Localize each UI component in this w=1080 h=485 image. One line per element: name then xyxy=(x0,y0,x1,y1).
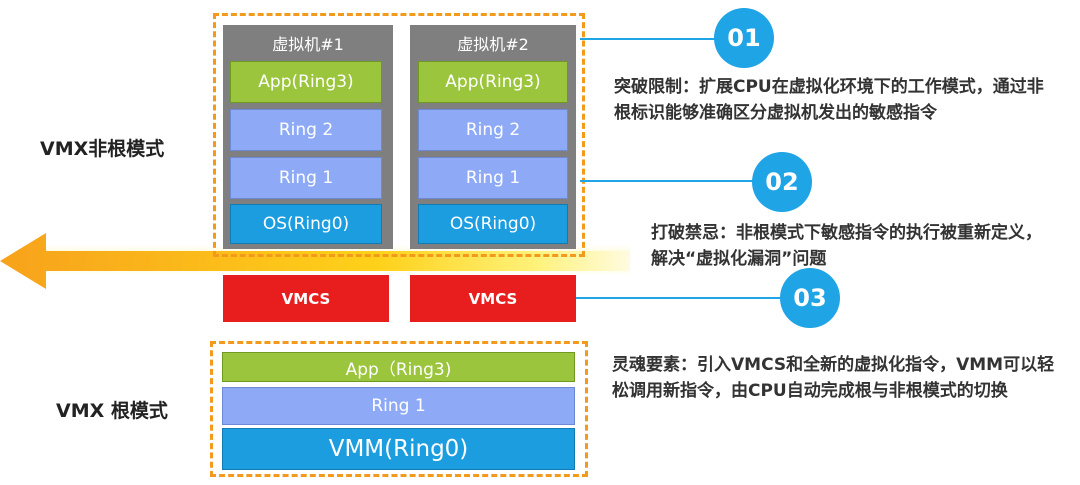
root-vmm-layer: VMM(Ring0) xyxy=(222,428,575,470)
badge-01: 01 xyxy=(714,8,774,68)
vm2-os-layer: OS(Ring0) xyxy=(418,204,568,244)
vmcs-block-1: VMCS xyxy=(223,275,389,322)
vm1-app-layer: App(Ring3) xyxy=(230,61,382,103)
root-app-layer: App（Ring3) xyxy=(222,352,575,382)
transition-arrow xyxy=(0,233,630,289)
vm2-title: 虚拟机#2 xyxy=(457,35,529,54)
point-03-text: 灵魂要素：引入VMCS和全新的虚拟化指令，VMM可以轻松调用新指令，由CPU自动… xyxy=(612,355,1055,401)
vm2-ring2-layer: Ring 2 xyxy=(418,109,568,151)
vm1-os-layer: OS(Ring0) xyxy=(230,204,382,244)
badge-02: 02 xyxy=(752,152,812,212)
connector-01 xyxy=(580,38,726,40)
vm2-app-layer: App(Ring3) xyxy=(418,61,568,103)
connector-02 xyxy=(580,180,756,182)
root-container xyxy=(210,341,588,477)
vmx-root-label: VMX 根模式 xyxy=(56,400,168,422)
vmx-nonroot-label: VMX非根模式 xyxy=(40,138,165,160)
root-ring1-layer: Ring 1 xyxy=(222,387,575,425)
vmcs-block-2: VMCS xyxy=(410,275,576,322)
vm2-ring1-layer: Ring 1 xyxy=(418,157,568,199)
vm1-title: 虚拟机#1 xyxy=(272,35,344,54)
nonroot-container xyxy=(213,13,585,257)
connector-03 xyxy=(576,297,784,299)
point-01-text: 突破限制：扩展CPU在虚拟化环境下的工作模式，通过非根标识能够准确区分虚拟机发出… xyxy=(614,77,1044,123)
point-02-text: 打破禁忌：非根模式下敏感指令的执行被重新定义，解决“虚拟化漏洞”问题 xyxy=(651,223,1042,269)
vm1-ring1-layer: Ring 1 xyxy=(230,157,382,199)
badge-03: 03 xyxy=(780,268,840,328)
vm1-ring2-layer: Ring 2 xyxy=(230,109,382,151)
